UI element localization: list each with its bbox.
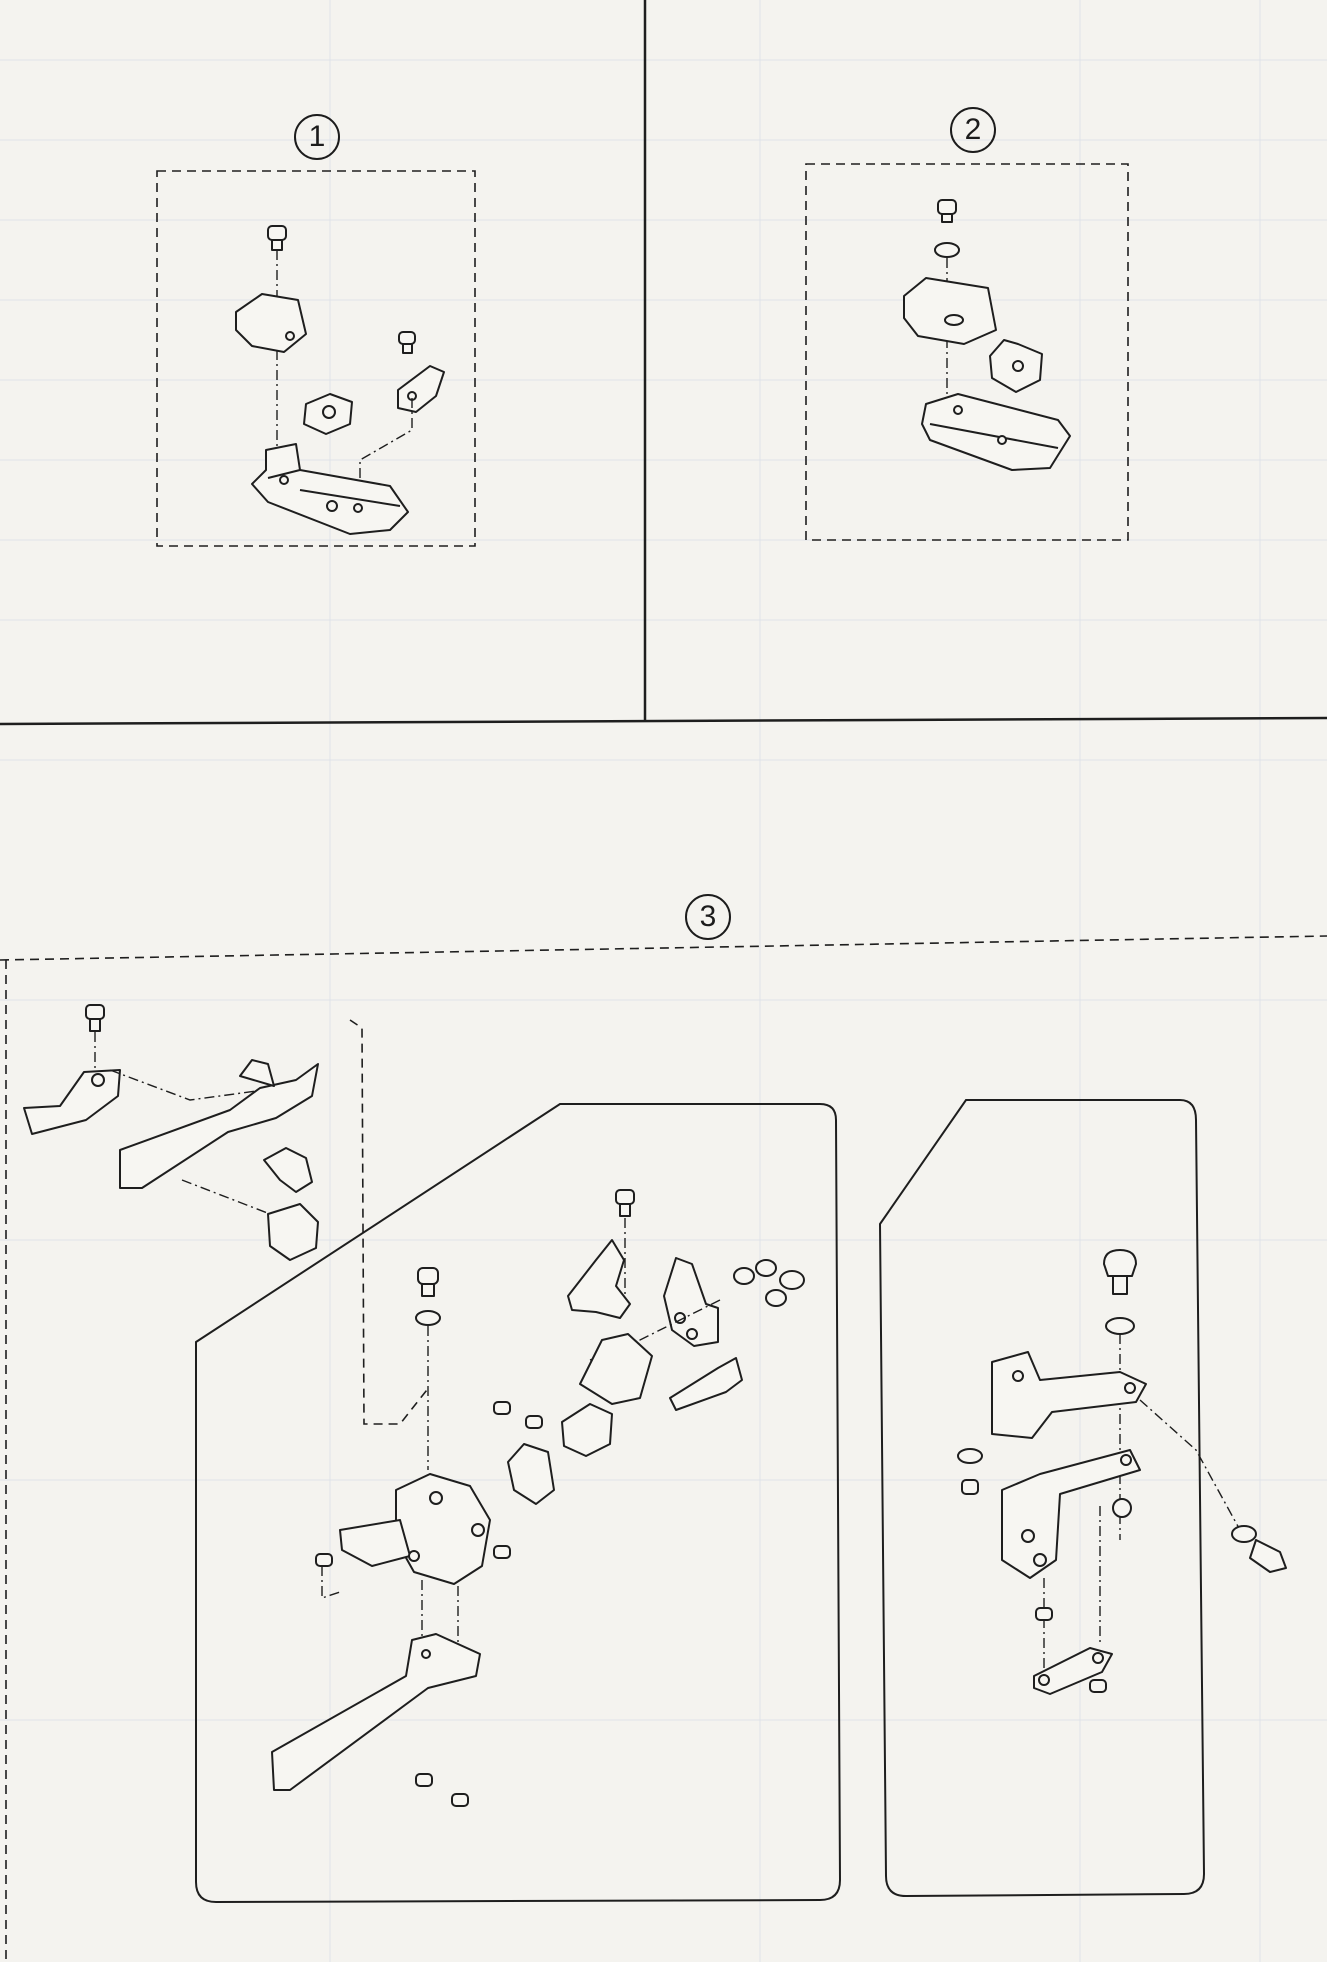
clip-part: [263, 1147, 313, 1193]
washer-icon: [934, 242, 960, 258]
screw-icon: [398, 331, 416, 354]
side-bracket: [663, 1257, 719, 1347]
washer-icon: [415, 1310, 441, 1326]
panel-2-diagram: [805, 163, 1129, 541]
link-plate: [507, 1443, 555, 1505]
right-assembly-frame: [878, 1099, 1206, 1898]
screw-icon: [1035, 1607, 1053, 1621]
dashed-link-line: [349, 1019, 431, 1425]
panel-2-label: 2: [950, 107, 996, 153]
panel-1-dashed-frame: [156, 170, 476, 547]
screw-icon: [1089, 1679, 1107, 1693]
holder-arm: [339, 1519, 411, 1567]
horizontal-divider: [0, 716, 1327, 726]
middle-assembly-parts: [271, 1189, 805, 1807]
screw-icon: [267, 225, 287, 251]
wing-plate: [567, 1239, 631, 1319]
screw-icon: [615, 1189, 635, 1217]
panel-1-diagram: [156, 170, 476, 547]
center-link: [579, 1333, 653, 1405]
screw-icon: [417, 1267, 439, 1297]
lower-clip: [267, 1203, 319, 1261]
panel-3-diagram: [0, 935, 1327, 1962]
washer-icon: [1105, 1317, 1135, 1335]
screw-icon: [493, 1401, 543, 1429]
bracket-icon: [23, 1069, 121, 1135]
screw-icon: [1103, 1249, 1137, 1295]
panel-3-top-dashed-line: [0, 935, 1327, 961]
top-left-assembly: [23, 1004, 431, 1425]
screw-icon: [733, 1259, 805, 1307]
block-part: [561, 1403, 613, 1457]
screw-icon: [415, 1773, 469, 1807]
presser-foot-icon: [251, 443, 409, 535]
screw-icon: [85, 1004, 105, 1032]
lower-bracket: [1001, 1449, 1141, 1579]
screw-icon: [957, 1448, 983, 1495]
panel-1-label: 1: [294, 114, 340, 160]
right-assembly-parts: [957, 1249, 1287, 1695]
spring-guide: [119, 1063, 319, 1189]
screw-icon: [1231, 1525, 1287, 1573]
middle-assembly-frame: [195, 1103, 842, 1904]
presser-foot-icon: [271, 1633, 481, 1791]
cover-plate: [235, 293, 307, 353]
presser-foot-icon: [921, 393, 1071, 471]
panel-2-dashed-frame: [805, 163, 1129, 541]
screw-icon: [315, 1545, 511, 1567]
bracket-icon: [991, 1351, 1147, 1439]
screw-icon: [937, 199, 957, 223]
small-bracket: [397, 365, 445, 413]
shoulder-screw: [669, 1357, 743, 1411]
cover-plate: [903, 277, 997, 345]
panel-3-label: 3: [685, 894, 731, 940]
